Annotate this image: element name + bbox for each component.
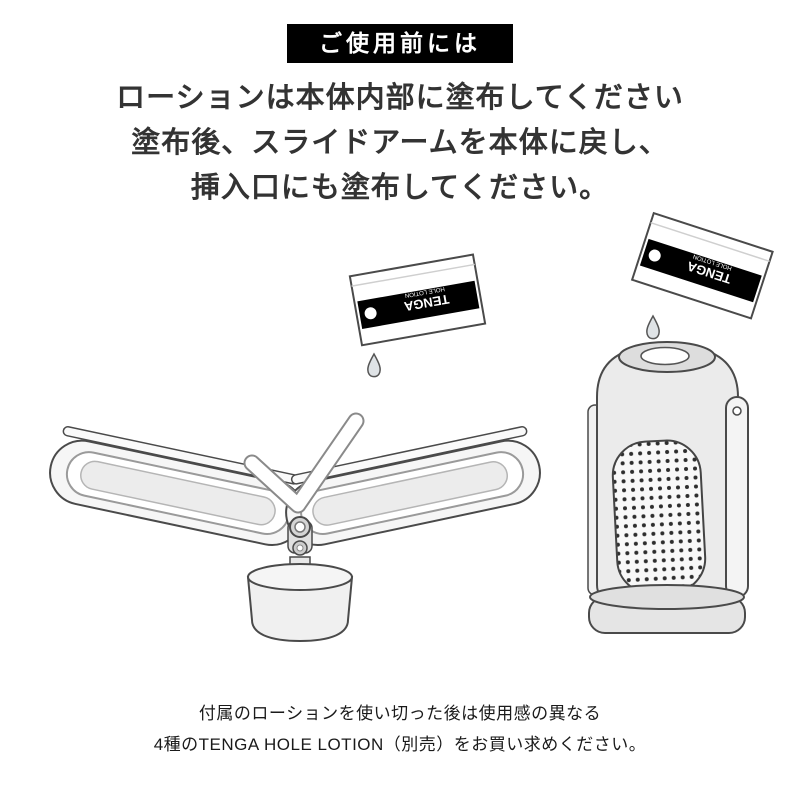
lotion-packet-icon: TENGA HOLE LOTION [630,211,774,320]
lotion-swoosh [243,412,365,514]
instruction-text: ローションは本体内部に塗布してください 塗布後、スライドアームを本体に戻し、 挿… [0,76,800,211]
footer-line-2: 4種のTENGA HOLE LOTION（別売）をお買い求めください。 [153,735,647,754]
lotion-packet-icon: TENGA HOLE LOTION [348,253,487,347]
product-illustration: TENGA HOLE LOTION [49,211,774,643]
right-arm [725,396,749,598]
lotion-drop-icon [646,314,660,340]
instruction-line-2: 塗布後、スライドアームを本体に戻し、 [131,127,669,159]
insertion-opening [618,341,716,373]
lotion-drop-icon [367,352,381,378]
base-cup [246,556,354,643]
section-title: ご使用前には [287,24,513,63]
device-base [588,584,746,634]
dot-texture-panel [611,439,707,595]
footer-note: 付属のローションを使い切った後は使用感の異なる 4種のTENGA HOLE LO… [0,698,800,760]
instruction-line-1: ローションは本体内部に塗布してください [116,82,684,114]
closed-device-illustration: TENGA HOLE LOTION [587,211,774,634]
hinge [287,516,313,556]
opened-device-illustration: TENGA HOLE LOTION [49,253,541,643]
illustration-area: TENGA HOLE LOTION [0,205,800,675]
left-slide-arm [49,426,305,546]
instruction-line-3: 挿入口にも塗布してください。 [190,172,610,204]
section-header: ご使用前には [0,24,800,63]
right-slide-arm [285,426,541,546]
footer-line-1: 付属のローションを使い切った後は使用感の異なる [198,704,602,723]
